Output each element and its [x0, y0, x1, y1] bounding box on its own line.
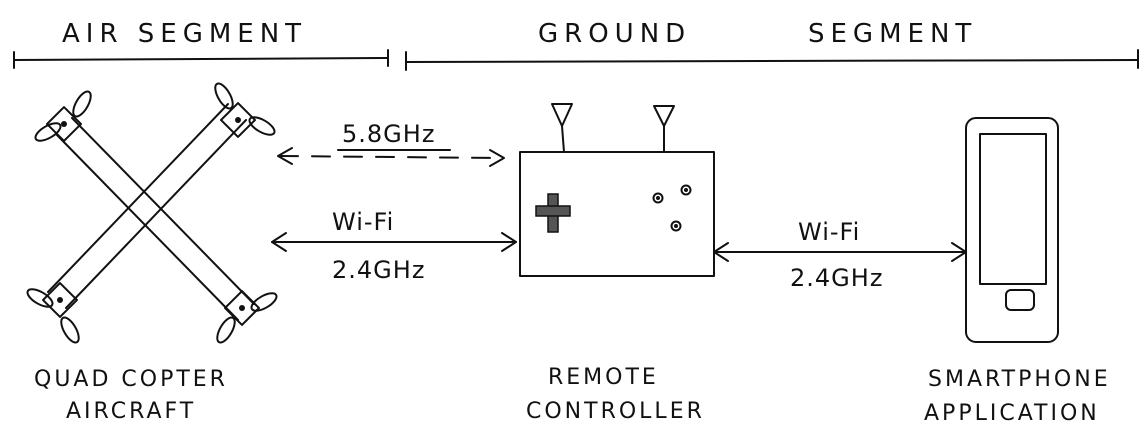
link-5-8ghz-label: 5.8GHz	[342, 120, 435, 148]
ground-segment-label: SEGMENT	[808, 19, 977, 49]
air-segment-bracket	[14, 50, 388, 68]
link-left-freq-label: 2.4GHz	[332, 256, 425, 284]
quadcopter-icon	[25, 81, 279, 345]
link-left-wifi-label: Wi-Fi	[332, 208, 394, 236]
smartphone-icon	[966, 118, 1058, 342]
link-right-freq-label: 2.4GHz	[790, 264, 883, 292]
smartphone-caption-line2: APPLICATION	[924, 401, 1100, 426]
remote-caption-line1: REMOTE	[548, 365, 659, 390]
link-right-wifi-label: Wi-Fi	[798, 218, 860, 246]
air-segment-label: AIR SEGMENT	[62, 19, 307, 49]
remote-controller-icon	[520, 104, 714, 276]
remote-caption-line2: CONTROLLER	[526, 399, 705, 424]
smartphone-caption-line1: SMARTPHONE	[928, 367, 1111, 392]
quadcopter-caption-line2: AIRCRAFT	[66, 399, 196, 424]
quadcopter-caption-line1: QUAD COPTER	[34, 367, 228, 392]
ground-label: GROUND	[538, 19, 691, 49]
ground-segment-bracket	[406, 50, 1138, 70]
